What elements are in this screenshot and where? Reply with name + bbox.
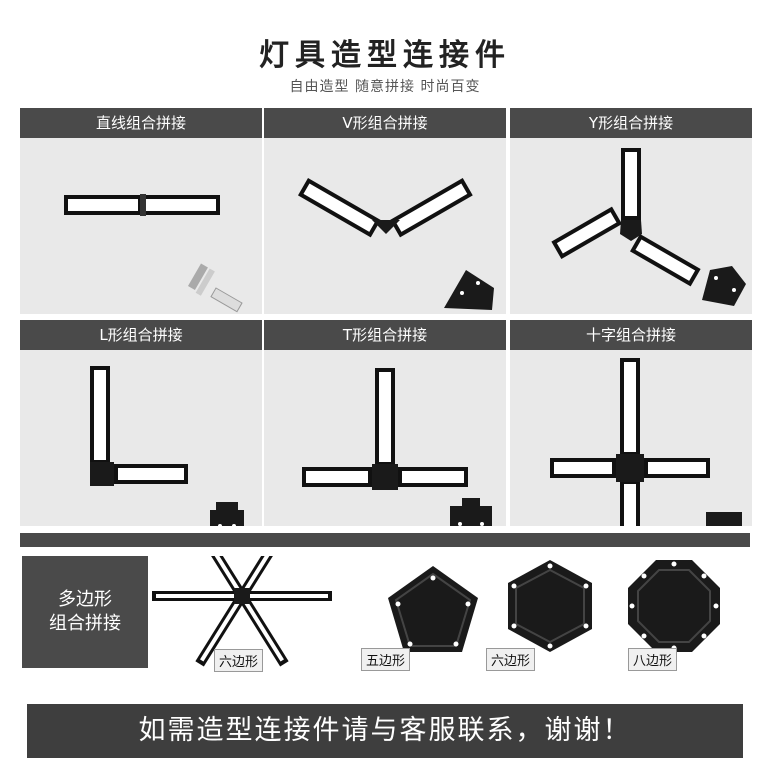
panel-header-y: Y形组合拼接: [510, 108, 752, 138]
page-title: 灯具造型连接件: [259, 38, 511, 73]
panel-header-cross: 十字组合拼接: [510, 320, 752, 350]
pentagon-connector-image-icon: [388, 566, 478, 652]
polygon-label-line1: 多边形: [58, 589, 112, 610]
shape-label-hexagon: 六边形: [486, 648, 536, 671]
panel-y: Y形组合拼接: [510, 108, 752, 314]
t-connection-diagram-icon: [302, 368, 492, 526]
panel-header-t: T形组合拼接: [264, 320, 506, 350]
shape-label-hexagon-star: 六边形: [214, 649, 264, 672]
panel-l: L形组合拼接: [20, 320, 262, 526]
v-connection-diagram-icon: [298, 178, 494, 310]
cross-connection-diagram-icon: [550, 358, 742, 526]
polygon-section-label: 多边形 组合拼接: [22, 556, 148, 668]
octagon-connector-image-icon: [628, 560, 720, 652]
panel-header-straight: 直线组合拼接: [20, 108, 262, 138]
section-divider: [20, 533, 750, 547]
panel-cross: 十字组合拼接: [510, 320, 752, 526]
panel-t: T形组合拼接: [264, 320, 506, 526]
footer-contact-banner: 如需造型连接件请与客服联系，谢谢！: [27, 704, 743, 758]
y-connection-diagram-icon: [551, 148, 746, 306]
hexagon-connector-image-icon: [508, 560, 592, 652]
shape-label-pentagon: 五边形: [361, 648, 411, 671]
panel-straight: 直线组合拼接: [20, 108, 262, 314]
shape-label-octagon: 八边形: [628, 648, 678, 671]
l-connection-diagram-icon: [90, 366, 244, 526]
polygon-label-line2: 组合拼接: [49, 613, 121, 634]
straight-connection-diagram-icon: [64, 194, 243, 313]
panel-v: V形组合拼接: [264, 108, 506, 314]
page-subtitle: 自由造型 随意拼接 时尚百变: [289, 79, 481, 95]
panel-header-v: V形组合拼接: [264, 108, 506, 138]
hexagon-star-light-image-icon: [152, 556, 332, 667]
panel-header-l: L形组合拼接: [20, 320, 262, 350]
